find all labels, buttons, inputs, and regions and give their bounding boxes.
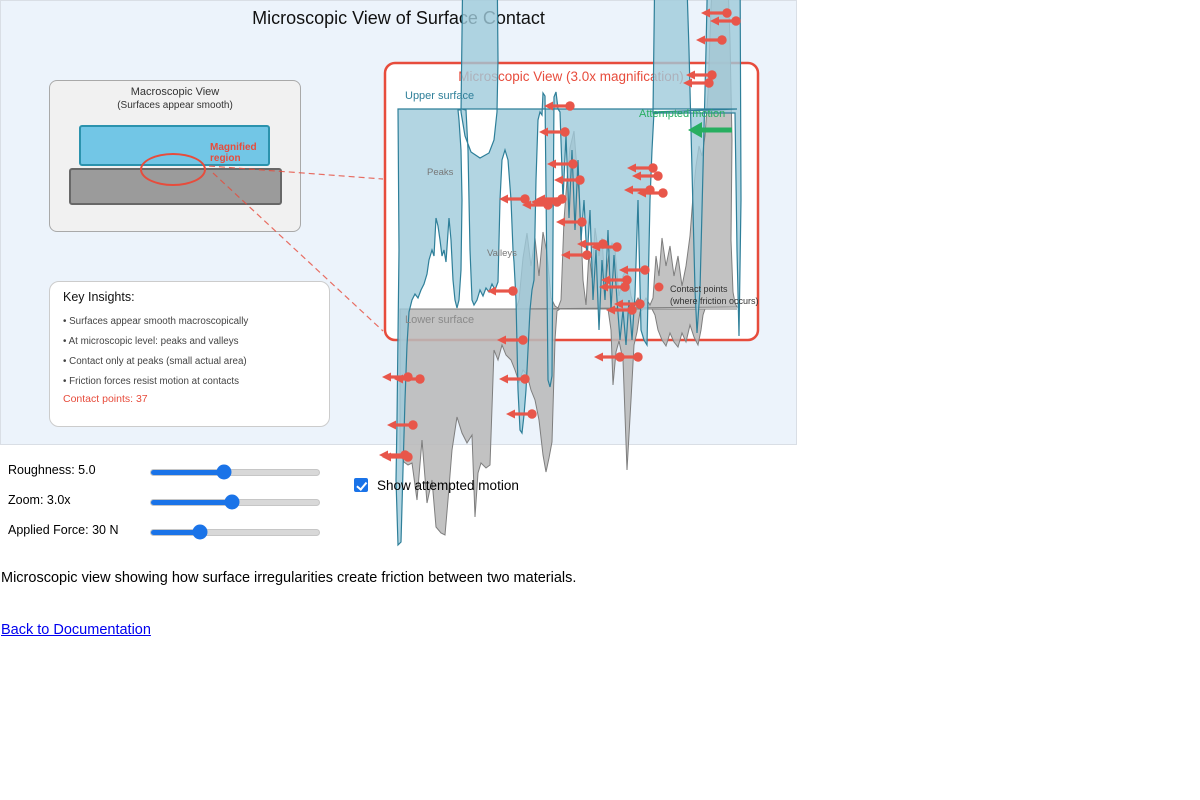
controls-bar: Roughness: 5.0 Zoom: 3.0x Applied Force:…: [0, 450, 800, 560]
macro-panel-subtitle: (Surfaces appear smooth): [117, 100, 233, 111]
insight-bullet: • At microscopic level: peaks and valley…: [63, 336, 239, 347]
zoom-label: Zoom: 3.0x: [8, 493, 71, 507]
force-slider-thumb[interactable]: [192, 524, 208, 540]
insight-bullet: • Surfaces appear smooth macroscopically: [63, 316, 249, 327]
force-label: Applied Force: 30 N: [8, 523, 119, 537]
page-title: Microscopic View of Surface Contact: [252, 8, 545, 28]
force-slider[interactable]: [150, 529, 320, 536]
show-motion-checkbox[interactable]: [354, 478, 368, 492]
insights-list: • Surfaces appear smooth macroscopically…: [63, 312, 248, 392]
back-to-documentation-link[interactable]: Back to Documentation: [1, 622, 151, 638]
roughness-label: Roughness: 5.0: [8, 463, 96, 477]
macroscopic-view-panel: Macroscopic View (Surfaces appear smooth…: [49, 80, 301, 232]
insights-title: Key Insights:: [63, 290, 135, 304]
zoom-slider-thumb[interactable]: [224, 494, 240, 510]
macro-panel-title: Macroscopic View: [130, 86, 220, 98]
roughness-slider[interactable]: [150, 469, 320, 476]
show-motion-checkbox-label: Show attempted motion: [377, 478, 519, 493]
magnified-region-label: Magnified region: [210, 142, 257, 164]
magnified-region-ellipse: [140, 153, 206, 186]
insight-bullet: • Contact only at peaks (small actual ar…: [63, 356, 247, 367]
contact-count-label: Contact points: 37: [63, 393, 148, 405]
key-insights-panel: Key Insights: • Surfaces appear smooth m…: [49, 281, 330, 427]
roughness-slider-thumb[interactable]: [216, 464, 232, 480]
caption-text: Microscopic view showing how surface irr…: [1, 570, 577, 586]
insight-bullet: • Friction forces resist motion at conta…: [63, 376, 240, 387]
